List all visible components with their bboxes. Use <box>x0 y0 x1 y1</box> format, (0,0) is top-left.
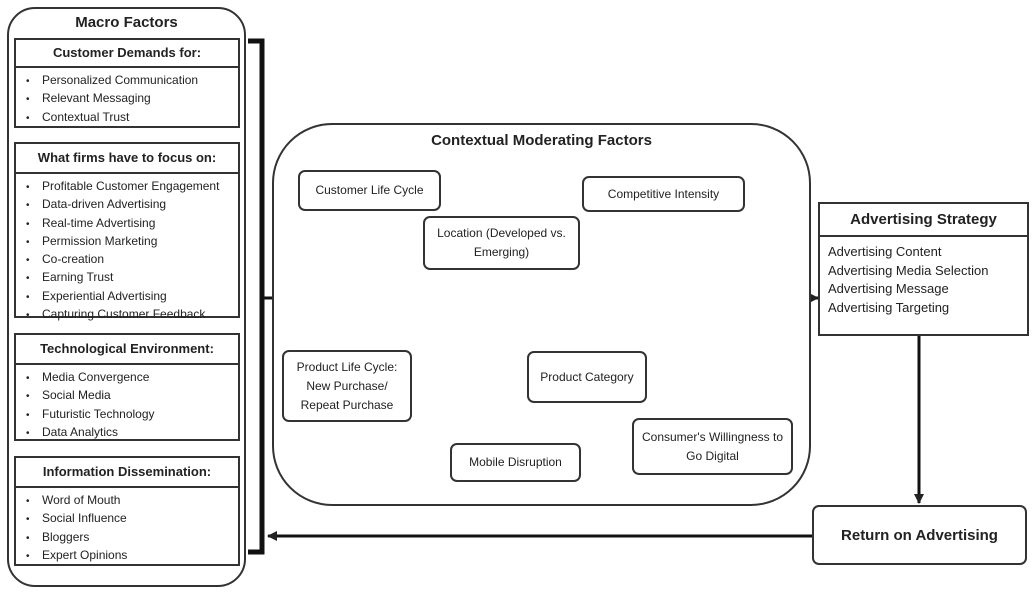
tech-environment-header: Technological Environment: <box>16 335 238 365</box>
strategy-item: Advertising Message <box>828 281 949 296</box>
list-item: Media Convergence <box>26 369 232 387</box>
list-item: Co-creation <box>26 251 232 269</box>
list-item: Futuristic Technology <box>26 406 232 424</box>
return-on-advertising-box: Return on Advertising <box>812 505 1027 565</box>
list-item: Capturing Customer Feedback <box>26 306 232 324</box>
firms-focus-header: What firms have to focus on: <box>16 144 238 174</box>
customer-demands-header: Customer Demands for: <box>16 40 238 68</box>
advertising-strategy-box: Advertising Strategy Advertising Content… <box>818 202 1029 336</box>
tech-environment-box: Technological Environment: Media Converg… <box>14 333 240 441</box>
macro-bracket <box>248 38 265 555</box>
strategy-item: Advertising Content <box>828 244 942 259</box>
strategy-item: Advertising Targeting <box>828 299 950 315</box>
competitive-intensity-box: Competitive Intensity <box>582 176 745 212</box>
macro-factors-title: Macro Factors <box>75 14 178 31</box>
list-item: Earning Trust <box>26 269 232 287</box>
contextual-factors-title: Contextual Moderating Factors <box>431 132 652 149</box>
list-item: Experiential Advertising <box>26 288 232 306</box>
list-item: Data-driven Advertising <box>26 196 232 214</box>
product-life-cycle-box: Product Life Cycle: New Purchase/ Repeat… <box>282 350 412 422</box>
list-item: Social Influence <box>26 510 232 528</box>
mobile-disruption-box: Mobile Disruption <box>450 443 581 482</box>
list-item: Real-time Advertising <box>26 215 232 233</box>
return-on-advertising-title: Return on Advertising <box>841 526 998 544</box>
list-item: Contextual Trust <box>26 109 232 127</box>
product-category-box: Product Category <box>527 351 647 403</box>
list-item: Permission Marketing <box>26 233 232 251</box>
firms-focus-box: What firms have to focus on: Profitable … <box>14 142 240 321</box>
list-item: Relevant Messaging <box>26 90 232 108</box>
list-item: Expert Opinions <box>26 547 232 565</box>
location-box: Location (Developed vs. Emerging) <box>423 216 580 270</box>
info-dissemination-header: Information Dissemination: <box>16 458 238 488</box>
info-dissemination-box: Information Dissemination: Word of Mouth… <box>14 456 240 566</box>
list-item: Social Media <box>26 387 232 405</box>
willingness-box: Consumer's Willingness to Go Digital <box>632 418 793 475</box>
list-item: Profitable Customer Engagement <box>26 178 232 196</box>
list-item: Word of Mouth <box>26 492 232 510</box>
list-item: Bloggers <box>26 529 232 547</box>
strategy-item: Advertising Media Selection <box>828 262 989 278</box>
customer-life-cycle-box: Customer Life Cycle <box>298 170 441 211</box>
customer-demands-box: Customer Demands for: Personalized Commu… <box>14 38 240 128</box>
list-item: Personalized Communication <box>26 72 232 90</box>
advertising-strategy-title: Advertising Strategy <box>820 204 1027 237</box>
list-item: Data Analytics <box>26 424 232 442</box>
